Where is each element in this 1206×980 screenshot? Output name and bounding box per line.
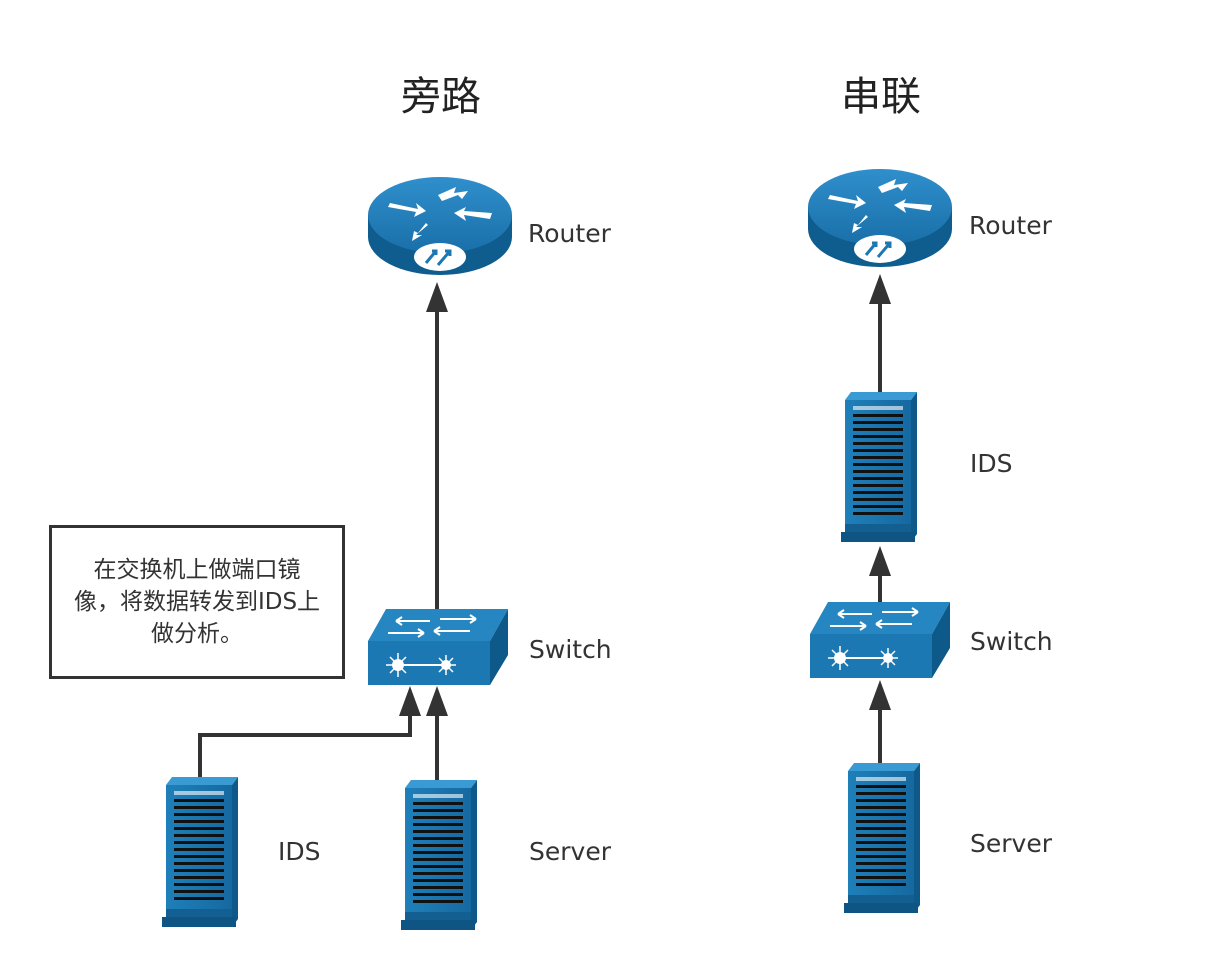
left-server-arrowhead — [426, 686, 448, 716]
mirror-note-text: 在交换机上做端口镜像，将数据转发到IDS上做分析。 — [73, 557, 321, 647]
right-router-label: Router — [969, 211, 1053, 240]
right-ids-router-arrowhead — [869, 274, 891, 304]
right-router-icon — [806, 167, 954, 269]
right-switch-ids-arrowhead — [869, 546, 891, 576]
right-ids-icon — [841, 392, 917, 542]
right-switch-label: Switch — [970, 627, 1053, 656]
right-server-icon — [844, 763, 920, 913]
right-switch-icon — [809, 601, 951, 679]
left-ids-label: IDS — [278, 837, 321, 866]
mirror-note-box: 在交换机上做端口镜像，将数据转发到IDS上做分析。 — [49, 525, 345, 679]
right-title: 串联 — [841, 74, 921, 120]
left-router-label: Router — [528, 219, 612, 248]
left-ids-icon — [162, 777, 238, 927]
right-server-switch-arrowhead — [869, 680, 891, 710]
left-server-label: Server — [529, 837, 612, 866]
left-mirror-arrowhead — [399, 686, 421, 716]
left-switch-icon — [367, 608, 509, 686]
left-uplink-arrowhead — [426, 282, 448, 312]
left-switch-label: Switch — [529, 635, 612, 664]
left-router-icon — [366, 175, 514, 277]
right-server-label: Server — [970, 829, 1053, 858]
left-mirror-line — [198, 710, 412, 780]
left-title: 旁路 — [401, 74, 481, 120]
right-ids-label: IDS — [970, 449, 1013, 478]
left-server-icon — [401, 780, 477, 930]
